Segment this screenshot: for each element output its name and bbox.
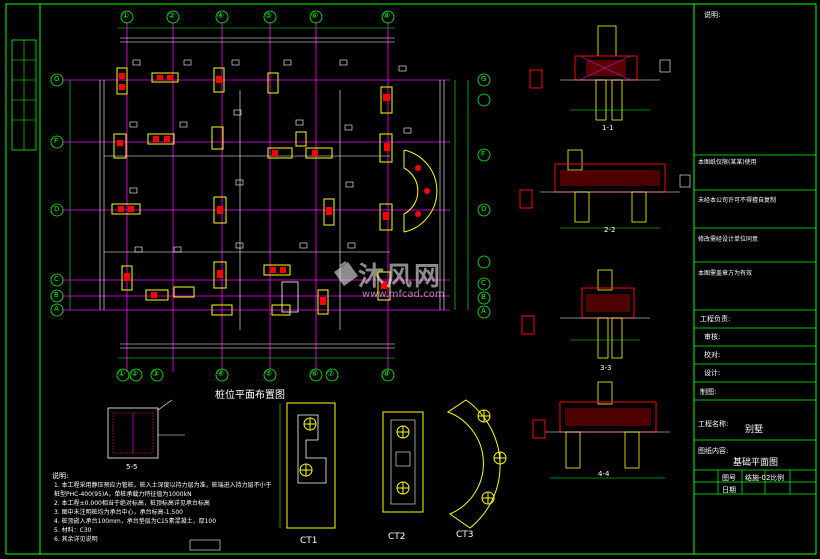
- stamp-box: [189, 539, 221, 551]
- note-line: 5. 材料：C30: [54, 527, 92, 534]
- axis-label-bottom: ①: [118, 369, 126, 378]
- axis-label-left: D: [54, 205, 60, 213]
- tb-drawing-no-label: 图号: [722, 474, 736, 482]
- tb-drawing-name: 基础平面图: [733, 458, 779, 468]
- section-2-2: [519, 149, 691, 229]
- drawing-border: [5, 3, 817, 555]
- section-2-2-label: 2-2: [604, 226, 616, 234]
- note-line: 桩型PHC-400(95)A，单桩承载力特征值为1000kN: [54, 491, 192, 498]
- axis-label-right: A: [481, 307, 486, 315]
- section-3-3: [521, 269, 650, 359]
- watermark-logo: [334, 261, 358, 286]
- ct1-detail: [279, 402, 336, 529]
- tb-notes-label: 说明:: [704, 11, 721, 19]
- ct2-detail: [382, 411, 424, 513]
- tb-row-2: 未经本公司许可不得擅自复制: [698, 197, 777, 204]
- note-line: 3. 图中未注明桩均为承台中心，承台标高-1.500: [54, 509, 183, 516]
- plan-title: 桩位平面布置图: [215, 390, 285, 401]
- axis-label-left: A: [54, 305, 59, 313]
- section-details: [519, 25, 691, 479]
- note-line: 1. 本工程采用静压预应力管桩，桩入土深度以持力层为准，桩端进入持力层不小于: [54, 482, 272, 489]
- ct2-label: CT2: [388, 532, 406, 542]
- axis-label-bottom: ②: [131, 369, 139, 378]
- axis-label-right: G: [481, 75, 487, 83]
- tb-drawing-no: 结施-02: [745, 474, 771, 482]
- note-line: 6. 其余详见说明: [54, 536, 98, 543]
- axis-bubbles-top: [120, 10, 395, 24]
- tb-review: 审核:: [704, 333, 721, 341]
- tb-project-name: 别墅: [745, 425, 764, 435]
- ct3-label: CT3: [456, 530, 474, 540]
- axis-label-bottom: ⑤: [265, 369, 273, 378]
- pile-caps: [111, 59, 438, 316]
- watermark-url: www.mfcad.com: [362, 289, 445, 300]
- section-5-5-label: 5-5: [126, 463, 138, 471]
- axis-label-bottom: ⑧: [383, 369, 391, 378]
- axis-label-left: B: [54, 291, 59, 299]
- tb-design: 设计:: [704, 369, 721, 377]
- watermark-brand: 沐风网: [358, 262, 443, 292]
- axis-label-right: B: [481, 293, 486, 301]
- axis-label-bottom: ⑦: [327, 369, 335, 378]
- axis-label-top: ⑥: [311, 11, 319, 20]
- tb-draw: 制图:: [700, 388, 717, 396]
- axis-label-right: D: [481, 205, 487, 213]
- section-4-4-label: 4-4: [598, 470, 610, 478]
- ct1-label: CT1: [300, 536, 318, 546]
- axis-label-bottom: ③: [152, 369, 160, 378]
- tb-date-label: 日期: [722, 486, 736, 494]
- axis-label-left: F: [54, 137, 59, 145]
- axis-label-right: C: [481, 279, 486, 287]
- section-5-5: [107, 399, 185, 459]
- tb-row-1: 本图纸仅限(某某)使用: [698, 159, 757, 166]
- axis-label-bottom: ④: [217, 369, 225, 378]
- tb-scale-label: 比例: [770, 474, 784, 482]
- tb-approve: 工程负责:: [700, 315, 731, 323]
- section-3-3-label: 3-3: [600, 364, 612, 372]
- axis-label-left: G: [54, 75, 60, 83]
- section-1-1: [529, 25, 671, 121]
- tb-check: 校对:: [704, 351, 721, 359]
- axis-label-top: ④: [217, 11, 225, 20]
- axis-label-left: C: [54, 275, 59, 283]
- axis-bubbles-bottom: [116, 368, 395, 382]
- axis-label-bottom: ⑥: [311, 369, 319, 378]
- section-4-4: [532, 381, 670, 479]
- axis-bubbles-right: [477, 73, 491, 319]
- axis-label-right: F: [481, 150, 486, 158]
- tb-row-3: 修改需经设计单位同意: [698, 236, 759, 243]
- title-block-lines: [694, 154, 816, 495]
- tb-project-label: 工程名称:: [698, 420, 729, 428]
- tb-row-4: 本图需盖章方为有效: [698, 270, 753, 277]
- ct3-detail: [446, 399, 507, 529]
- note-line: 4. 桩顶嵌入承台100mm，承台垫层为C15素混凝土，厚100: [54, 518, 217, 525]
- tb-drawing-label: 图纸内容:: [698, 447, 729, 455]
- axis-label-top: ⑧: [383, 11, 391, 20]
- axis-label-top: ①: [122, 11, 130, 20]
- notes-heading: 说明:: [52, 472, 69, 480]
- axis-label-top: ②: [168, 11, 176, 20]
- section-1-1-label: 1-1: [602, 124, 614, 132]
- note-line: 2. 本工程±0.000相当于绝对标高，桩顶标高详见承台标高: [54, 500, 210, 507]
- axis-label-top: ⑤: [265, 11, 273, 20]
- axis-bubbles-left: [50, 73, 64, 317]
